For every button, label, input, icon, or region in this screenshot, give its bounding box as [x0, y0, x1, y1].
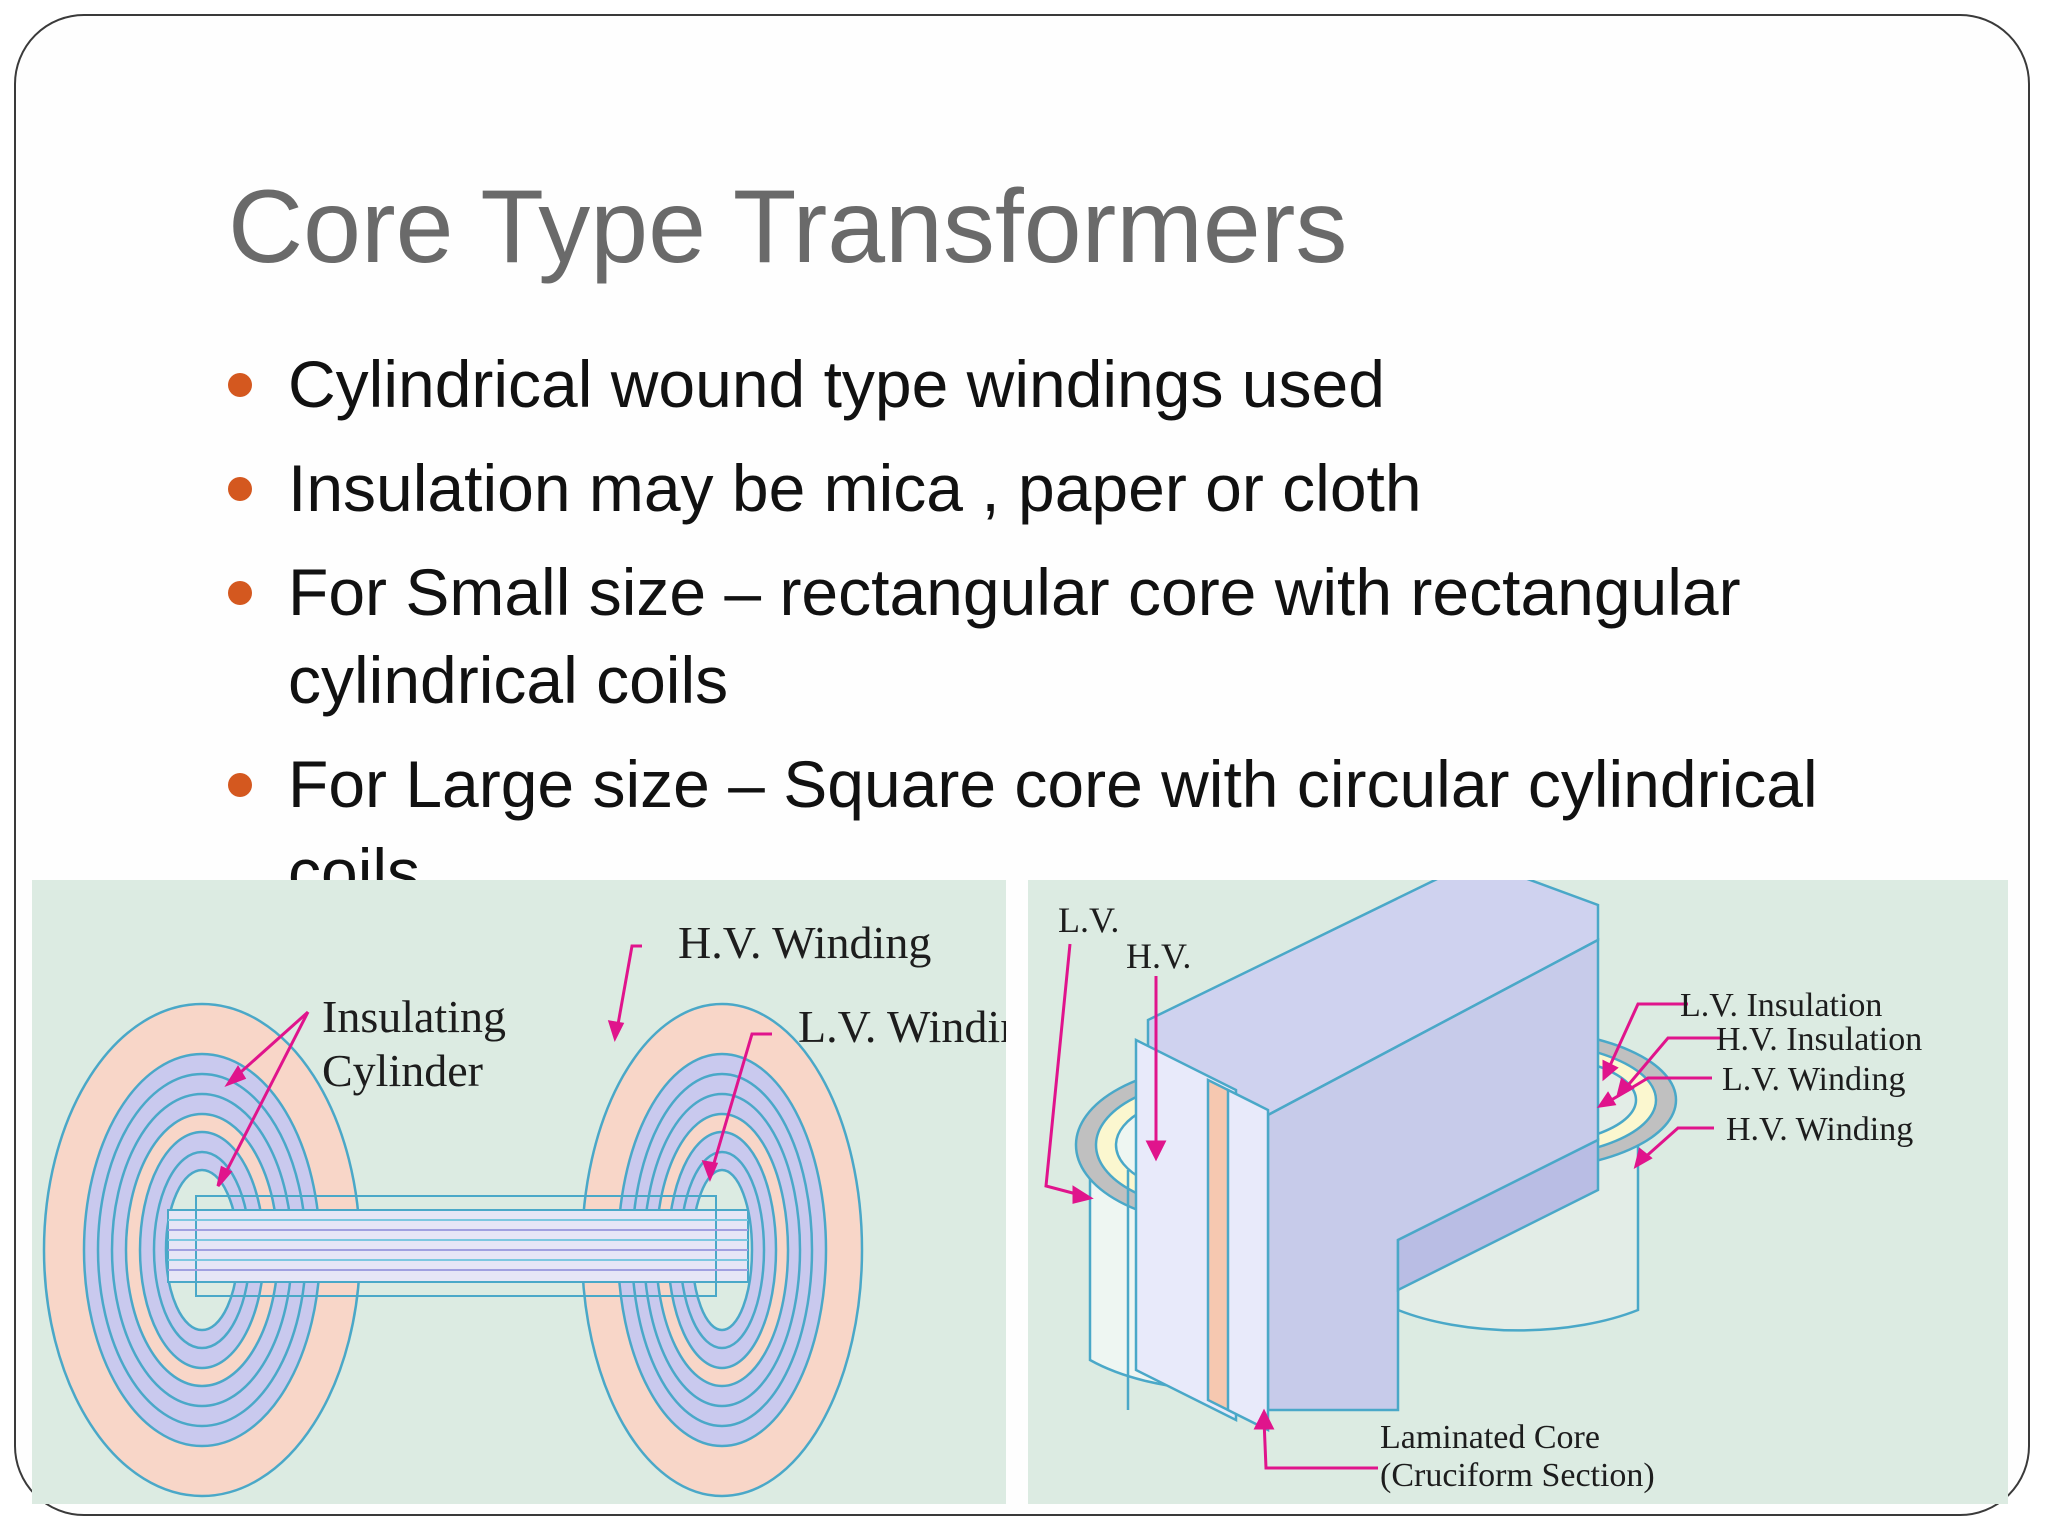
hv-insulation-label: H.V. Insulation [1716, 1021, 1922, 1058]
bullet-text: For Small size – rectangular core with r… [288, 555, 1741, 717]
bullet-item: Cylindrical wound type windings used [228, 340, 1928, 428]
bullet-text: Insulation may be mica , paper or cloth [288, 451, 1422, 525]
hv-label: H.V. [1126, 936, 1191, 976]
lv-insulation-label: L.V. Insulation [1680, 987, 1882, 1024]
slide-title: Core Type Transformers [228, 169, 1348, 285]
lv-winding-label-3d: L.V. Winding [1722, 1061, 1905, 1098]
bullet-dot-icon [228, 581, 252, 605]
insulating-cylinder-label-2: Cylinder [322, 1045, 483, 1096]
bullet-text: Cylindrical wound type windings used [288, 347, 1385, 421]
lv-label: L.V. [1058, 900, 1119, 940]
cross-section-diagram: H.V. Winding Insulating Cylinder L.V. Wi… [42, 917, 1006, 1498]
laminated-core-yoke [1134, 880, 1600, 1433]
transformer-3d-diagram: L.V. H.V. L.V. Insulation H.V. Insulatio… [1044, 880, 1922, 1494]
bullet-item: For Small size – rectangular core with r… [228, 548, 1928, 724]
insulating-cylinder-label-1: Insulating [322, 991, 506, 1042]
bullet-dot-icon [228, 477, 252, 501]
core-cross-section-figure: H.V. Winding Insulating Cylinder L.V. Wi… [32, 880, 1006, 1504]
laminated-core-bar [167, 1195, 749, 1297]
left-figure-arrows [216, 944, 772, 1187]
hv-winding-label: H.V. Winding [678, 917, 931, 968]
hv-winding-label-3d: H.V. Winding [1726, 1111, 1913, 1148]
bullet-dot-icon [228, 373, 252, 397]
right-figure-arrows [1044, 943, 1720, 1470]
bullet-item: Insulation may be mica , paper or cloth [228, 444, 1928, 532]
core-3d-figure: L.V. H.V. L.V. Insulation H.V. Insulatio… [1028, 880, 2008, 1504]
laminated-core-label-2: (Cruciform Section) [1380, 1457, 1655, 1494]
bullet-list: Cylindrical wound type windings used Ins… [228, 340, 1928, 932]
bullet-dot-icon [228, 773, 252, 797]
laminated-core-label-1: Laminated Core [1380, 1419, 1600, 1456]
lv-winding-label: L.V. Winding [798, 1001, 1006, 1052]
